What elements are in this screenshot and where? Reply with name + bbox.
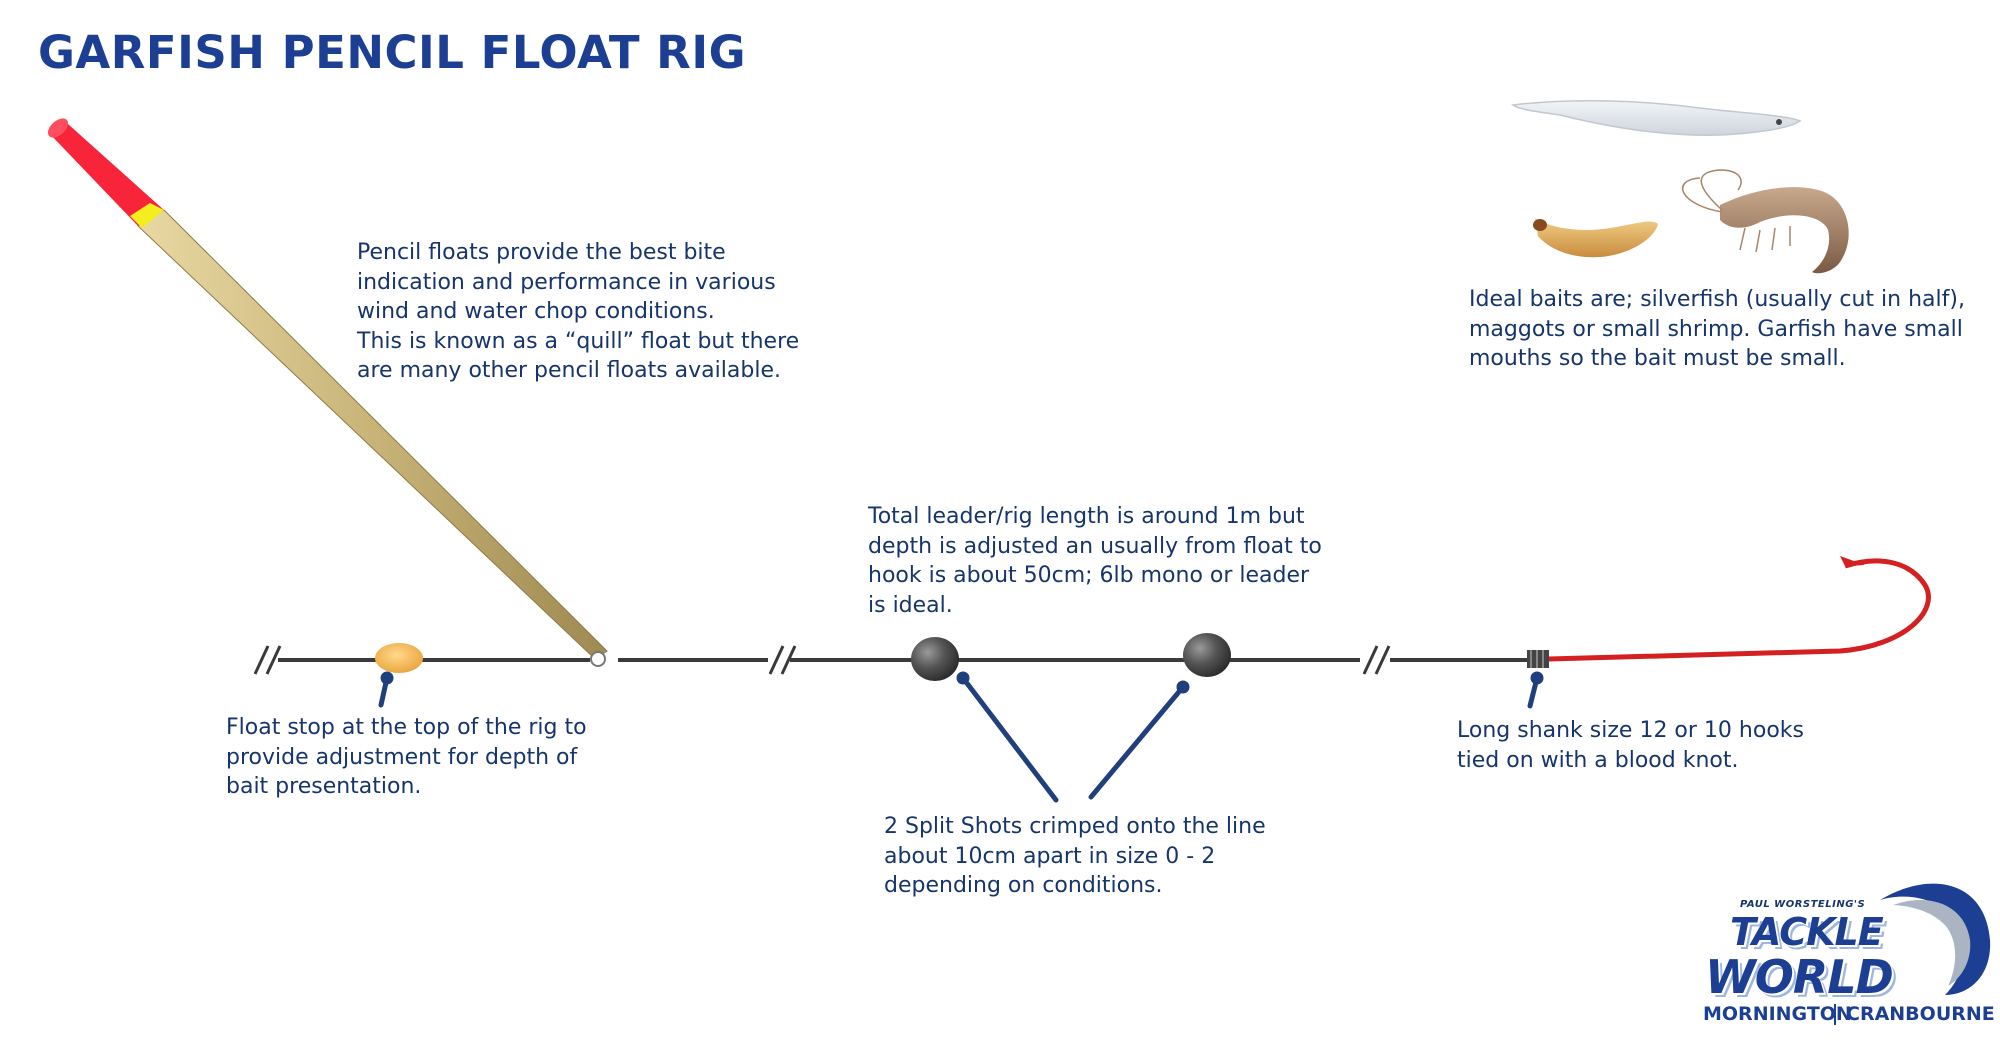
float-stop-note: Float stop at the top of the rig to prov…: [226, 715, 587, 799]
pointer-lines: [378, 671, 1544, 803]
hook-icon: [1527, 556, 1931, 668]
logo-location-mornington: MORNINGTON: [1703, 1003, 1852, 1025]
tackle-world-logo-icon: [1880, 883, 1991, 995]
page-title: GARFISH PENCIL FLOAT RIG: [38, 26, 747, 79]
pencil-float-note: Pencil floats provide the best bite indi…: [357, 240, 800, 383]
logo-separator: [1834, 1004, 1836, 1025]
logo-word-world: WORLD: [1705, 950, 1894, 1004]
split-shot-icon: [911, 633, 1231, 681]
line-break-marks: [253, 645, 1391, 675]
silverfish-icon: [1510, 99, 1802, 136]
split-shots-note: 2 Split Shots crimped onto the line abou…: [884, 814, 1266, 898]
pencil-float-icon: [47, 118, 608, 667]
logo-word-tackle: TACKLE: [1730, 910, 1884, 954]
hooks-note: Long shank size 12 or 10 hooks tied on w…: [1457, 718, 1804, 773]
leader-length-note: Total leader/rig length is around 1m but…: [868, 504, 1322, 618]
float-stop-bead-icon: [375, 643, 423, 673]
logo-location-cranbourne: CRANBOURNE: [1846, 1003, 1995, 1025]
shrimp-icon: [1681, 169, 1849, 274]
baits-note: Ideal baits are; silverfish (usually cut…: [1469, 287, 1965, 371]
logo-tagline: PAUL WORSTELING'S: [1740, 899, 1866, 910]
maggot-icon: [1533, 218, 1658, 258]
